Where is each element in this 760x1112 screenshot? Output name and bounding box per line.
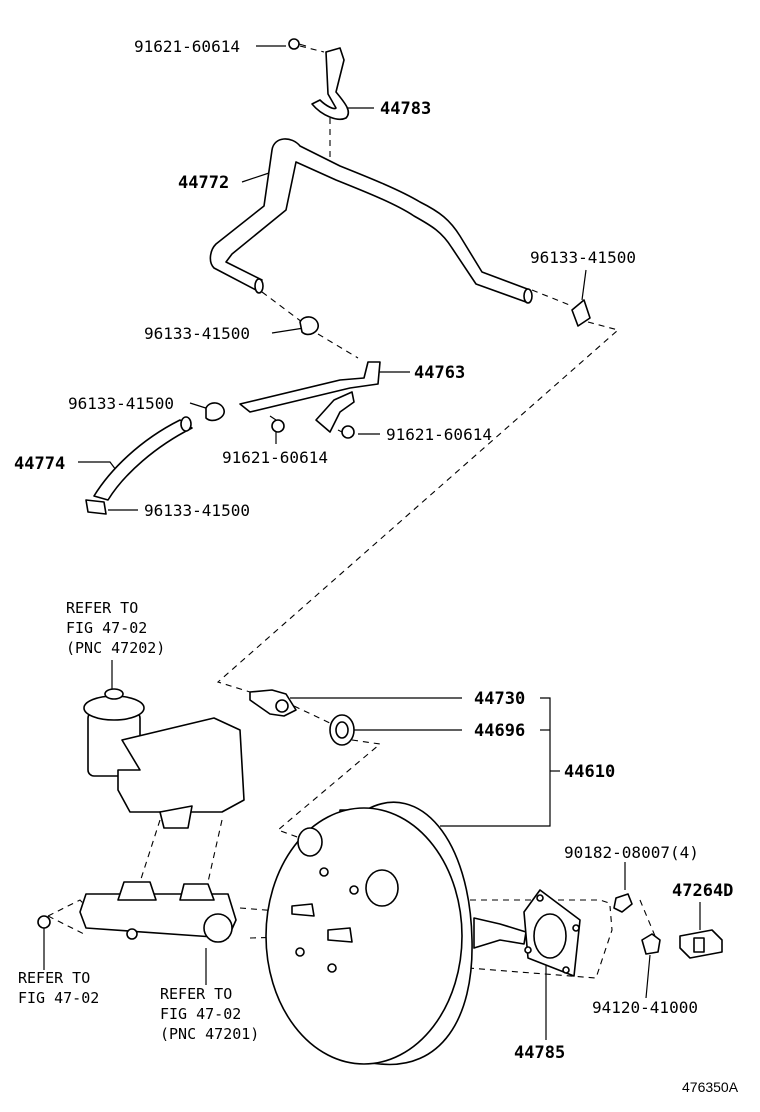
label-hose-44772: 44772 [178,173,229,193]
label-grommet-44696: 44696 [474,721,525,741]
bolt-91621-right [337,425,355,439]
ref-reservoir-line-1: REFER TO [66,599,138,617]
label-bracket-44783: 44783 [380,99,431,119]
label-gasket-44785: 44785 [514,1043,565,1063]
label-clamp-mid: 96133-41500 [144,324,250,343]
label-bolt-mid: 91621-60614 [222,448,328,467]
ref-master-line-3: (PNC 47201) [160,1025,259,1043]
figure-number: 476350A [682,1079,739,1095]
label-booster-44610: 44610 [564,762,615,782]
label-clamp-bottom: 96133-41500 [144,501,250,520]
ref-master-line-2: FIG 47-02 [160,1005,241,1023]
ref-reservoir-line-3: (PNC 47202) [66,639,165,657]
check-valve-44730 [249,689,297,717]
label-pipe-44763: 44763 [414,363,465,383]
ref-note-reservoir: REFER TO FIG 47-02 (PNC 47202) [66,599,165,657]
label-part-47264d: 47264D [672,881,733,901]
label-hose-44774: 44774 [14,454,65,474]
ref-note-master-cylinder: REFER TO FIG 47-02 (PNC 47201) [160,985,259,1043]
gasket-44785 [523,889,581,977]
label-check-valve-44730: 44730 [474,689,525,709]
pipe-44763 [239,361,381,433]
label-clamp-right: 96133-41500 [530,248,636,267]
ref-left-nut-line-1: REFER TO [18,969,90,987]
ref-master-line-1: REFER TO [160,985,232,1003]
nut-94120 [641,933,661,955]
label-clamp-left: 96133-41500 [68,394,174,413]
bolt-91621-mid [269,415,285,433]
nut-left [37,915,51,929]
ref-reservoir-line-2: FIG 47-02 [66,619,147,637]
reservoir [83,688,245,829]
part-number-labels: 91621-60614 44783 44772 96133-41500 9613… [14,37,733,1063]
clamp-96133-mid [299,316,319,336]
part-47264d-clip [679,929,723,959]
brake-booster-44610 [265,801,527,1066]
hose-44772 [209,138,533,304]
clamp-96133-left [205,402,225,422]
label-nut-90182: 90182-08007(4) [564,843,699,862]
label-nut-94120: 94120-41000 [592,998,698,1017]
ref-note-left-nut: REFER TO FIG 47-02 [18,969,99,1007]
master-cylinder [79,881,237,943]
hose-44774 [93,416,193,501]
clamp-96133-bottom [85,499,107,515]
bracket-44783 [311,47,350,120]
ref-left-nut-line-2: FIG 47-02 [18,989,99,1007]
clamp-96133-right [571,299,591,327]
bolt-91621-top [288,38,307,50]
label-bolt-right: 91621-60614 [386,425,492,444]
grommet-44696 [329,714,355,746]
label-bolt-top: 91621-60614 [134,37,240,56]
nut-90182 [613,893,633,913]
